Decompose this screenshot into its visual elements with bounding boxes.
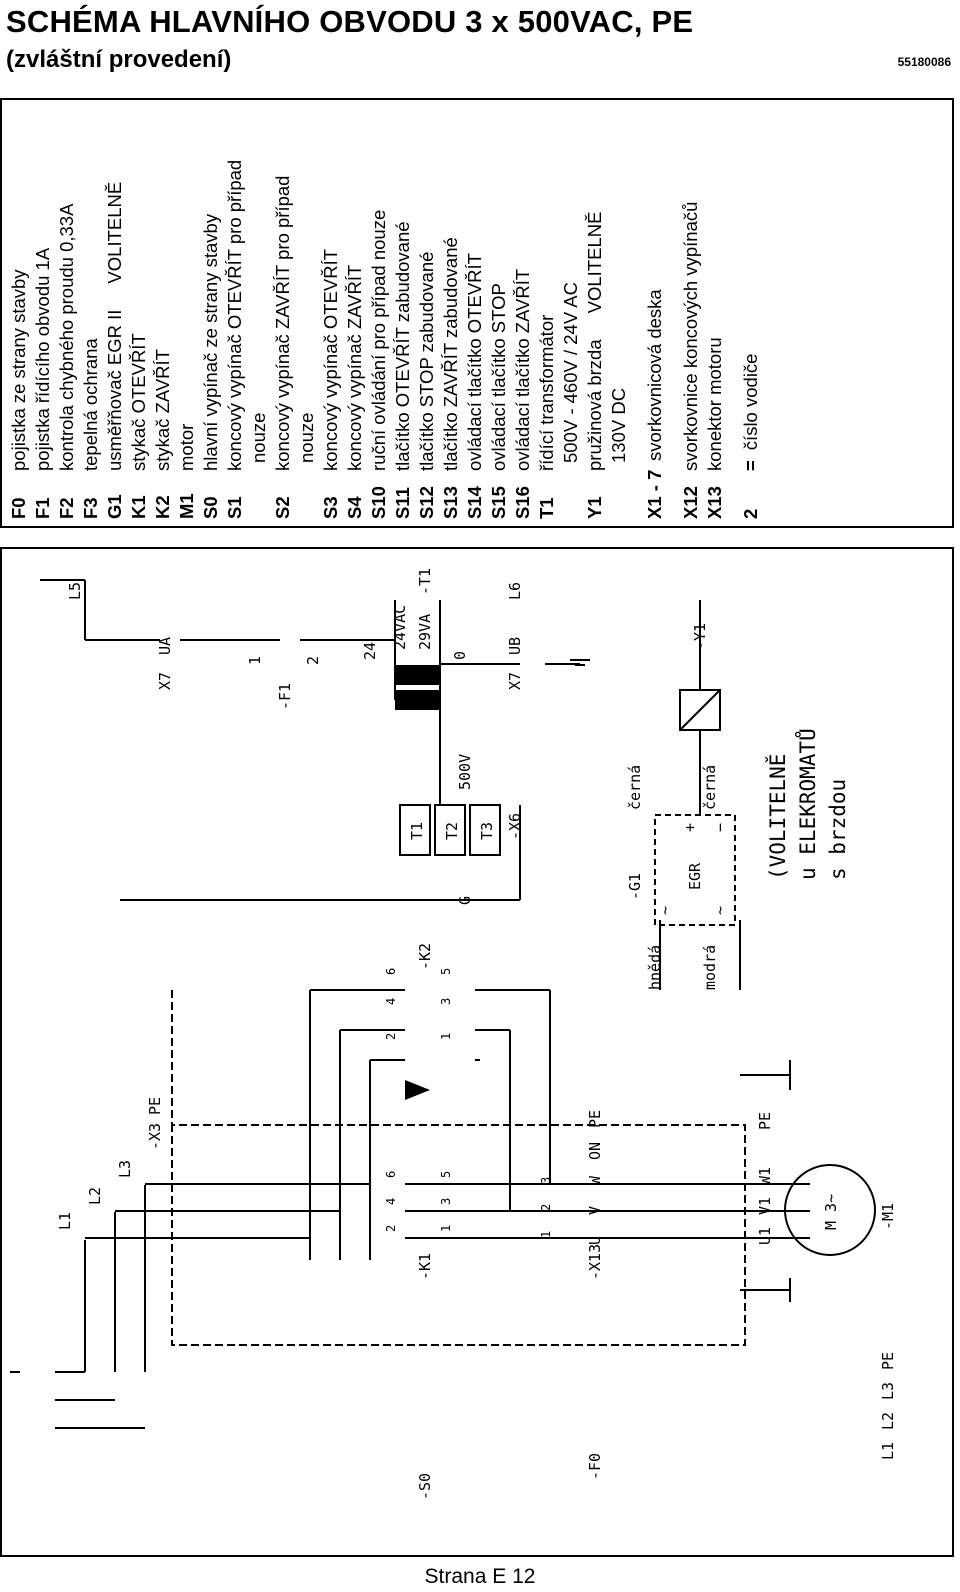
- label-hneda: hnědá: [646, 945, 664, 990]
- label-cerna-1: černá: [626, 765, 644, 810]
- label-y1: -Y1: [691, 623, 709, 650]
- label-f0: -F0: [586, 1453, 604, 1480]
- contact-k2-3: 3: [439, 998, 453, 1005]
- label-g1: -G1: [626, 873, 644, 900]
- label-f1: -F1: [276, 683, 294, 710]
- label-29va: 29VA: [416, 614, 434, 650]
- label-u1: U1: [756, 1227, 774, 1245]
- label-x7-top: X7: [156, 672, 174, 690]
- label-pe-motor: PE: [756, 1112, 774, 1130]
- contact-k1-4: 4: [384, 1198, 398, 1205]
- label-m3: M 3~: [822, 1194, 840, 1230]
- label-l2-bottom: L2: [879, 1412, 897, 1430]
- label-tilde-2: ~: [711, 906, 729, 915]
- label-x3-pe: PE: [146, 1097, 164, 1115]
- label-x7-bottom: X7: [506, 672, 524, 690]
- label-ua: UA: [156, 637, 174, 655]
- label-optional-2: u ELEKROMATŮ: [794, 728, 820, 880]
- label-l1-bottom: L1: [879, 1442, 897, 1460]
- label-l2: L2: [86, 1187, 104, 1205]
- label-t1-pin: T1: [408, 822, 426, 840]
- label-t2-pin: T2: [443, 822, 461, 840]
- page-subtitle: (zvláštní provedení): [6, 46, 232, 73]
- label-modra: modrá: [701, 945, 719, 990]
- label-minus: −: [711, 823, 729, 832]
- label-l5: L5: [66, 582, 84, 600]
- label-on: ON: [586, 1142, 604, 1160]
- label-l3: L3: [116, 1160, 134, 1178]
- label-s0: -S0: [416, 1473, 434, 1500]
- label-t3-pin: T3: [478, 822, 496, 840]
- label-24vac: 24VAC: [391, 605, 409, 650]
- label-l3-bottom: L3: [879, 1382, 897, 1400]
- contact-k2-2: 2: [384, 1033, 398, 1040]
- label-n1: 1: [246, 656, 264, 665]
- label-w1: W1: [756, 1167, 774, 1185]
- wire-num-2: 2: [539, 1204, 553, 1211]
- label-pe-x13: PE: [586, 1110, 604, 1128]
- label-x3: -X3: [146, 1123, 164, 1150]
- contact-k2-5: 5: [439, 968, 453, 975]
- label-500v: 500V: [456, 754, 474, 790]
- contact-k1-5: 5: [439, 1171, 453, 1178]
- contact-k1-2: 2: [384, 1225, 398, 1232]
- label-m1: -M1: [879, 1203, 897, 1230]
- contact-k2-1: 1: [439, 1033, 453, 1040]
- document-number: 55180086: [897, 55, 951, 69]
- label-x6: -X6: [506, 813, 524, 840]
- label-w: W: [586, 1175, 604, 1185]
- label-n0: 0: [451, 651, 469, 660]
- page-footer: Strana E 12: [424, 1565, 536, 1588]
- label-pe-bottom: PE: [879, 1352, 897, 1370]
- contact-k1-6: 6: [384, 1171, 398, 1178]
- contact-k1-1: 1: [439, 1225, 453, 1232]
- label-k1: -K1: [416, 1253, 434, 1280]
- label-n24: 24: [361, 642, 379, 660]
- legend-frame: [0, 98, 954, 528]
- wire-num-1: 1: [539, 1231, 553, 1238]
- schematic-frame: [0, 547, 954, 1557]
- label-plus: +: [681, 823, 699, 832]
- page-title: SCHÉMA HLAVNÍHO OBVODU 3 x 500VAC, PE: [6, 4, 694, 39]
- label-n2: 2: [304, 656, 322, 665]
- label-optional-3: s brzdou: [826, 779, 850, 880]
- label-x13: -X13: [586, 1244, 604, 1280]
- label-tilde-1: ~: [656, 906, 674, 915]
- contact-k1-3: 3: [439, 1198, 453, 1205]
- label-ub: UB: [506, 637, 524, 655]
- label-v: V: [586, 1206, 604, 1215]
- contact-k2-6: 6: [384, 968, 398, 975]
- label-l6: L6: [506, 582, 524, 600]
- wire-num-3: 3: [539, 1177, 553, 1184]
- label-optional-1: (VOLITELNĚ: [765, 754, 790, 880]
- label-u: U: [586, 1236, 604, 1245]
- label-g: G: [456, 896, 474, 905]
- label-cerna-2: černá: [701, 765, 719, 810]
- label-v1: V1: [756, 1197, 774, 1215]
- label-l1: L1: [56, 1212, 74, 1230]
- contact-k2-4: 4: [384, 998, 398, 1005]
- label-t1: -T1: [416, 568, 434, 595]
- label-k2: -K2: [416, 943, 434, 970]
- label-egr: EGR: [686, 862, 704, 890]
